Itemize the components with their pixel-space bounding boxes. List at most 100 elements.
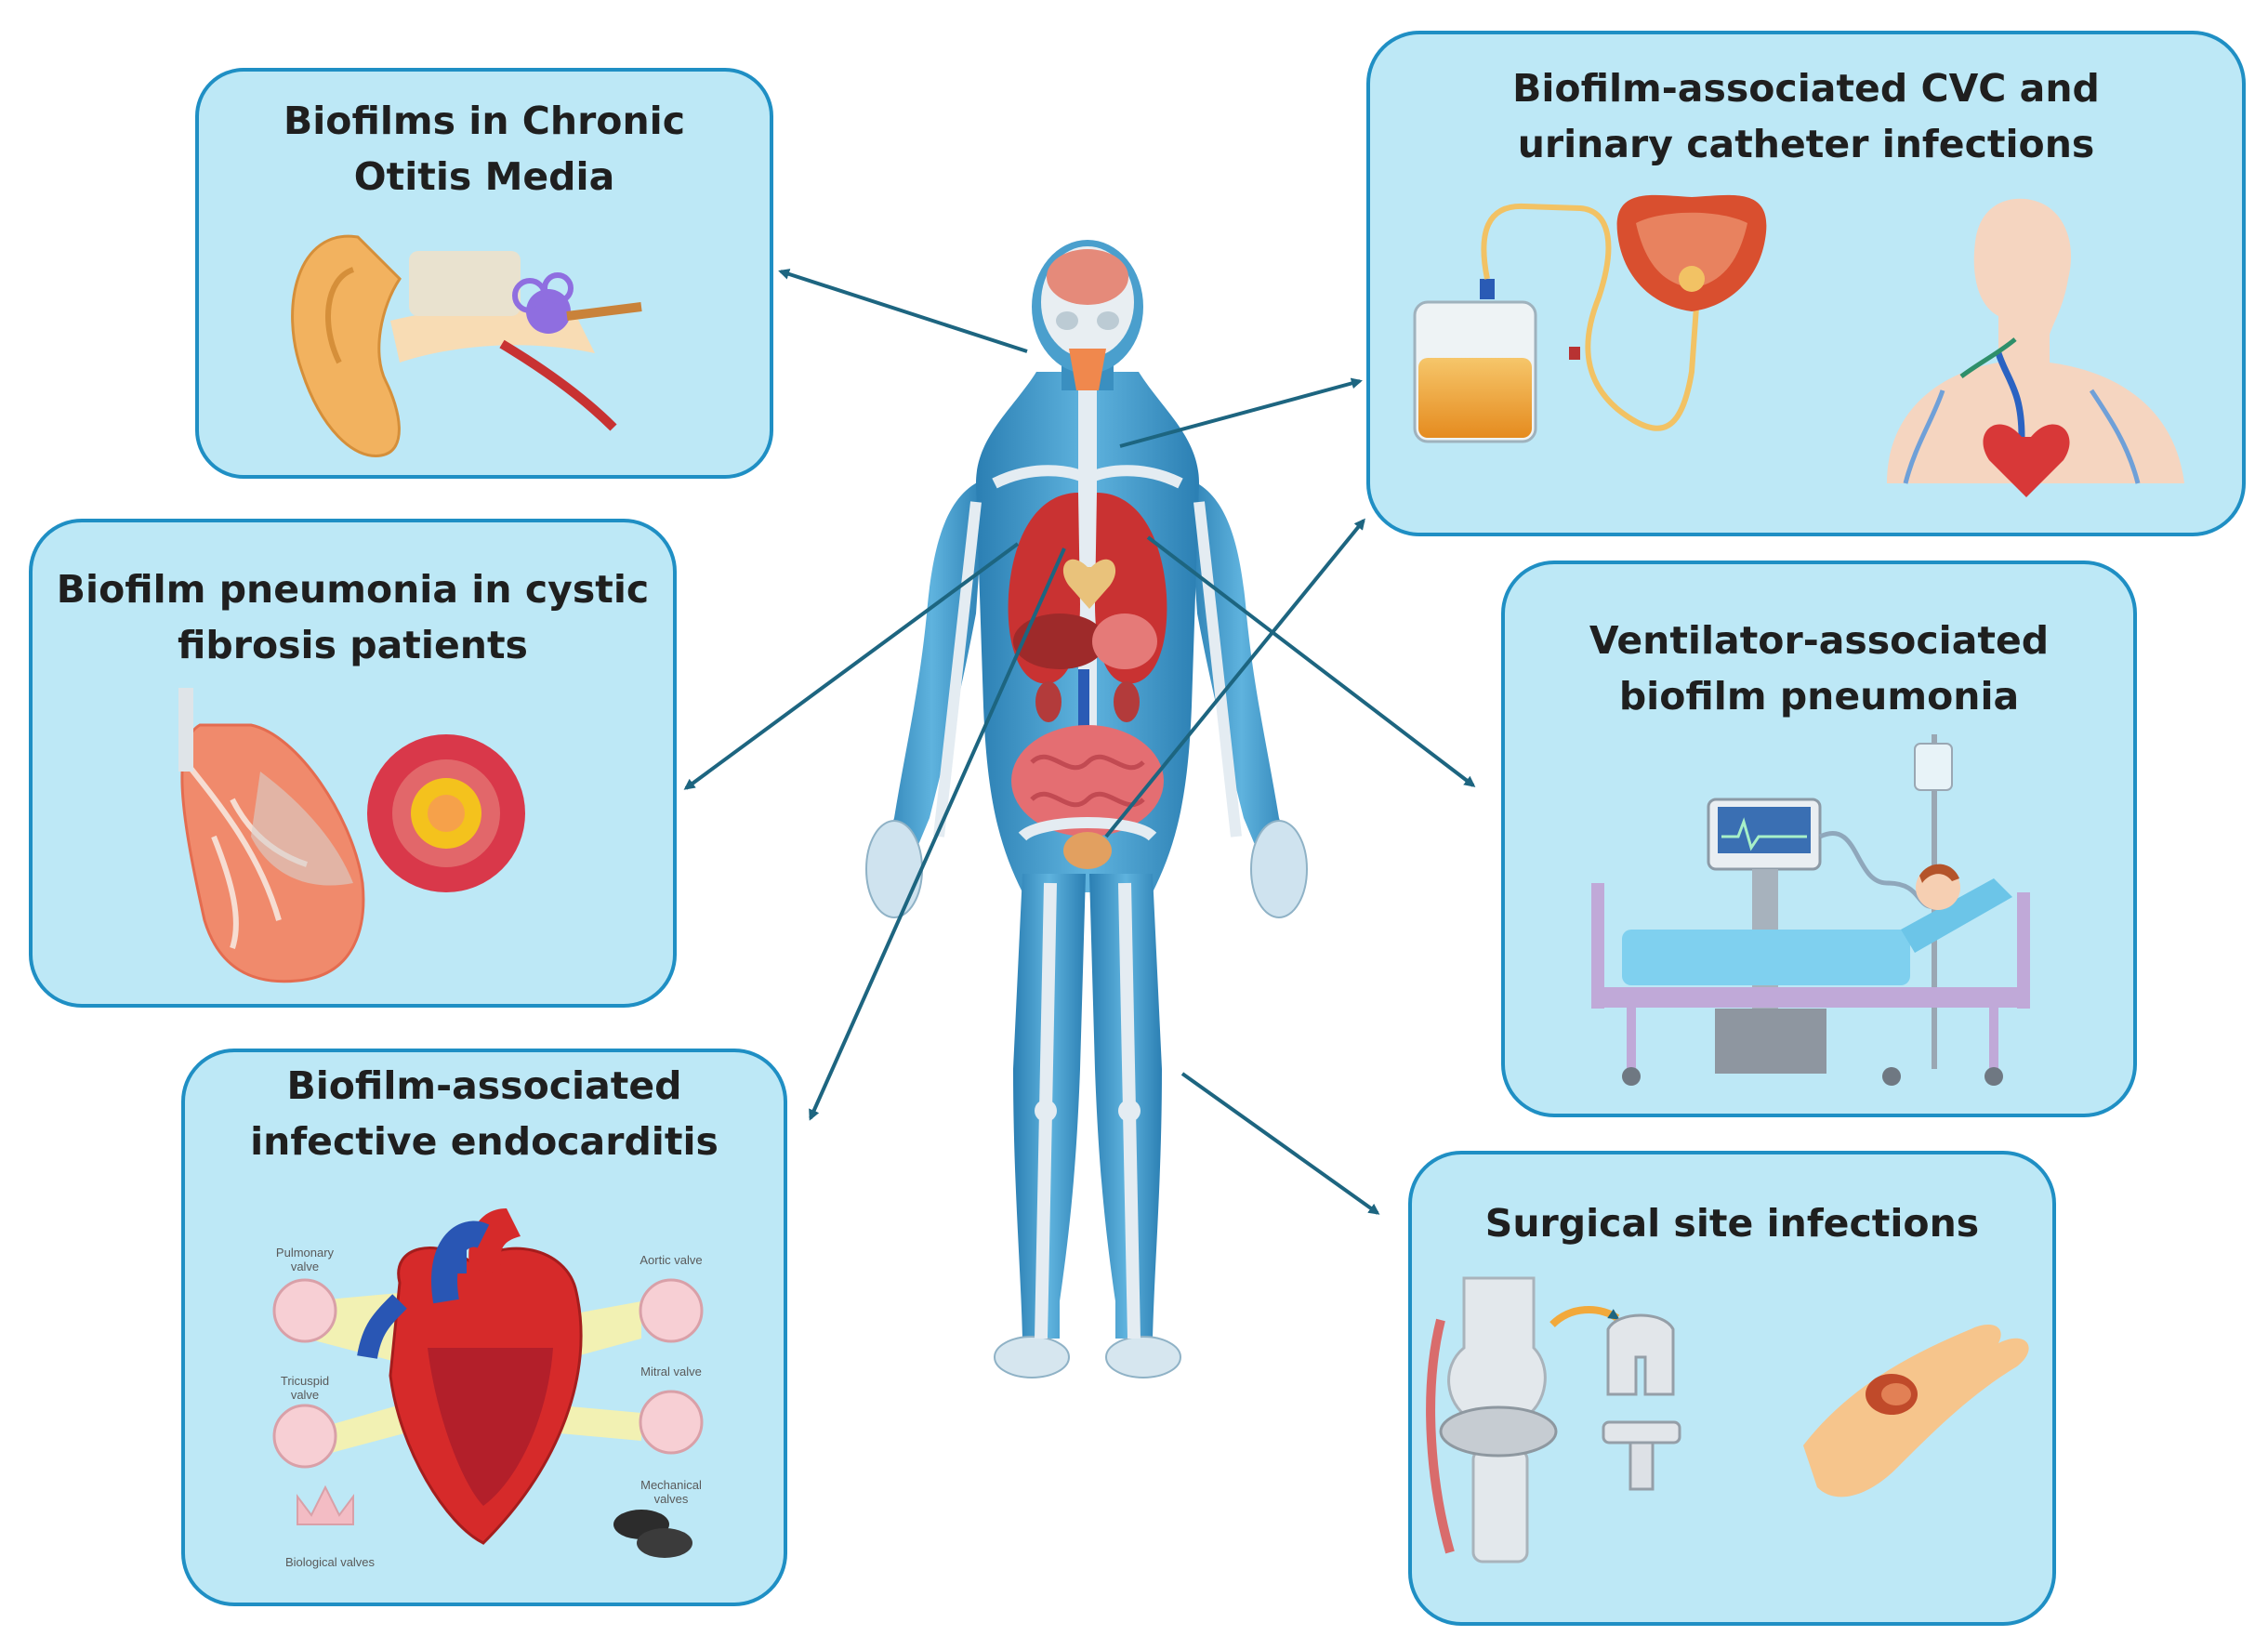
catheter-tube (1481, 203, 1699, 431)
mitral-valve-icon (639, 1390, 704, 1455)
heart-chamber (428, 1348, 553, 1506)
label-pulmonary-line1: Pulmonary (276, 1246, 335, 1260)
bone-section (409, 251, 521, 316)
tibial-tray (1602, 1420, 1681, 1445)
title-ventilator: Ventilator-associated biofilm pneumonia (1503, 613, 2135, 724)
label-aortic: Aortic valve (640, 1253, 702, 1267)
title-cystic-line1: Biofilm pneumonia in cystic (56, 567, 650, 612)
label-biological: Biological valves (285, 1555, 376, 1569)
label-mitral: Mitral valve (640, 1365, 702, 1379)
bed-wheel-2 (1984, 1067, 2003, 1086)
vein-right (2089, 389, 2141, 484)
title-endocarditis: Biofilm-associated infective endocarditi… (183, 1058, 785, 1169)
right-foot (1105, 1336, 1181, 1379)
patient-hair (1919, 864, 1959, 883)
bladder-balloon (1679, 266, 1705, 292)
arrow-to-otitis (778, 269, 1028, 353)
mechanical-valve-icon-2 (637, 1528, 692, 1558)
central-vein (1995, 351, 2025, 438)
title-otitis-line2: Otitis Media (353, 154, 615, 199)
bed-mattress-icon (1622, 930, 1910, 985)
label-tricuspid-line1: Tricuspid (281, 1374, 329, 1388)
femoral-component (1606, 1313, 1675, 1396)
left-kidney-icon (1035, 681, 1061, 722)
monitor-screen (1718, 807, 1811, 853)
bed-leg-right (1989, 1008, 1998, 1073)
stomach-icon (1092, 613, 1157, 669)
title-ventilator-line1: Ventilator-associated (1589, 618, 2050, 663)
title-endocarditis-line2: infective endocarditis (250, 1119, 719, 1164)
title-endocarditis-line1: Biofilm-associated (286, 1063, 682, 1108)
panel-surgical (1408, 1151, 2056, 1626)
mucus-region (251, 772, 353, 886)
bed-wheel-3 (1882, 1067, 1901, 1086)
bed-frame (1599, 987, 2026, 1008)
airway-lumen (428, 795, 465, 832)
right-knee (1118, 1100, 1141, 1122)
bed-footboard (2017, 892, 2030, 1009)
intestines-icon (1011, 725, 1164, 837)
arrow-from-bladder-to-cvc (1104, 518, 1365, 838)
left-knee (1035, 1100, 1057, 1122)
catheter-valve (1569, 347, 1580, 360)
pulmonary-valve-icon (272, 1278, 337, 1343)
bed-headboard (1591, 883, 1604, 1009)
heart-icon (1983, 424, 2070, 497)
arrow-to-surgical (1180, 1072, 1380, 1215)
bladder-icon (1063, 832, 1112, 869)
ventilator-illustration (1591, 734, 2030, 1086)
title-cvc-line1: Biofilm-associated CVC and (1512, 66, 2100, 111)
cvc-patient-illustration (1887, 198, 2184, 497)
tibial-stem (1628, 1441, 1655, 1491)
throat-icon (1069, 349, 1106, 390)
right-eye-socket (1097, 311, 1119, 330)
monitor-waveform (1721, 817, 1807, 851)
vessel-top-blue (446, 1236, 467, 1273)
heart-valves-illustration: Pulmonary valve Aortic valve Tricuspid v… (272, 1208, 704, 1569)
right-arm-bone (1193, 501, 1242, 838)
bag-cap (1480, 279, 1495, 299)
left-arm (878, 479, 985, 874)
label-mechanical-line2: valves (654, 1492, 689, 1506)
title-cystic: Biofilm pneumonia in cystic fibrosis pat… (31, 561, 675, 673)
aortic-valve-icon (639, 1278, 704, 1343)
label-mechanical-line1: Mechanical (640, 1478, 702, 1492)
arrows (683, 269, 1476, 1215)
arrow-to-cvc (1119, 377, 1363, 448)
wound-inner (1881, 1383, 1911, 1405)
ear-illustration (291, 234, 642, 457)
title-surgical: Surgical site infections (1410, 1195, 2054, 1251)
vein-left (1903, 389, 1945, 484)
ear-inner-curve (325, 267, 355, 364)
brain-icon (1047, 249, 1128, 305)
clavicle (992, 465, 1183, 489)
arrow-to-endocarditis (809, 547, 1066, 1121)
panel-cystic (29, 519, 677, 1008)
heart-organ-icon (1062, 559, 1116, 609)
trachea-tube (178, 688, 193, 772)
human-body-figure (865, 240, 1308, 1379)
iv-bag (1914, 743, 1953, 791)
title-cvc-line2: urinary catheter infections (1517, 122, 2095, 166)
arrow-to-ventilator (1146, 535, 1476, 787)
right-arm (1188, 479, 1295, 874)
left-arm-bone (933, 501, 982, 838)
right-kidney-icon (1114, 681, 1140, 722)
left-eye-socket (1056, 311, 1078, 330)
liver-icon (1013, 613, 1106, 669)
biological-valve-icon (297, 1484, 354, 1525)
ear-outer-icon (291, 234, 402, 457)
bed-leg-left (1627, 1008, 1636, 1073)
label-tricuspid-line2: valve (291, 1388, 319, 1402)
left-hand (865, 820, 923, 918)
vena-cava (357, 1294, 407, 1360)
semicircular-canal-2 (542, 272, 574, 304)
label-pulmonary-line2: valve (291, 1260, 319, 1273)
auditory-tube (499, 339, 617, 431)
knee-muscle (1426, 1318, 1455, 1554)
lung-airway-illustration (178, 688, 525, 983)
right-hand (1250, 820, 1308, 918)
intestines-coils (1030, 754, 1145, 808)
